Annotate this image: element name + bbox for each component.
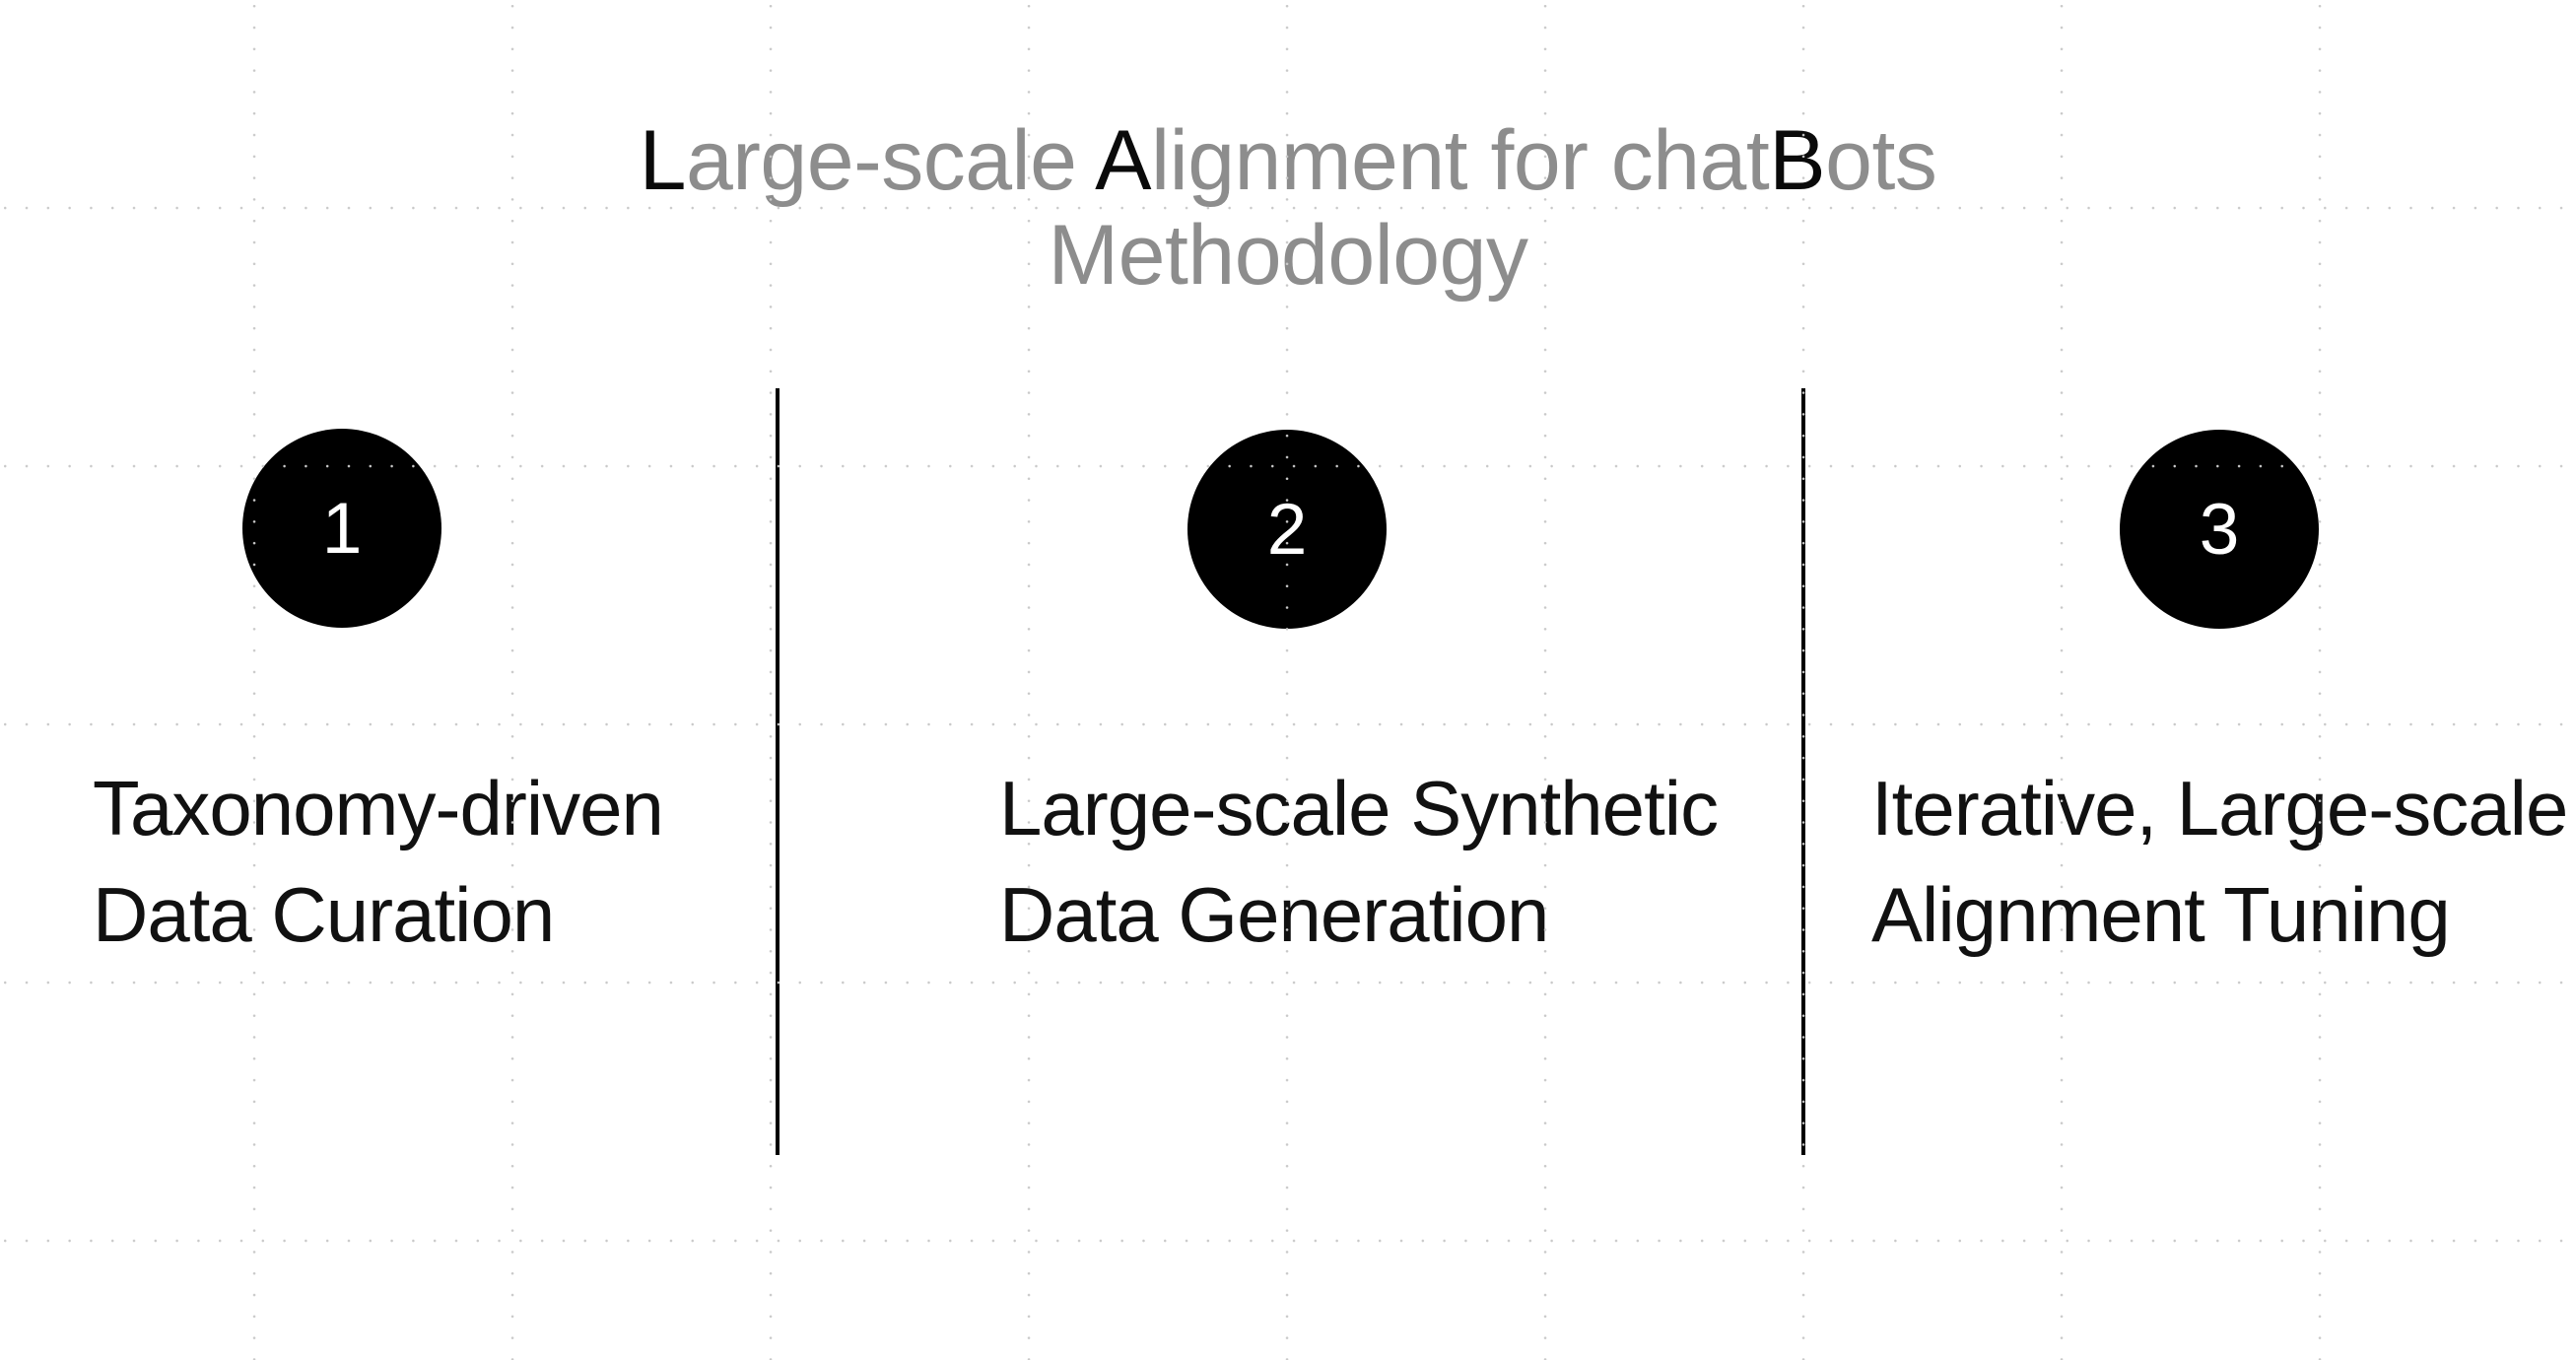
title-emphasis-letter: L bbox=[639, 113, 687, 208]
title-text-segment: arge-scale bbox=[685, 113, 1096, 208]
title-text-segment: lignment for chat bbox=[1151, 113, 1770, 208]
step-1-label: Taxonomy-driven Data Curation bbox=[93, 755, 664, 968]
title-text-segment: ots bbox=[1825, 113, 1937, 208]
step-3-number: 3 bbox=[2199, 489, 2240, 570]
step-3-label-line2: Alignment Tuning bbox=[1871, 871, 2451, 958]
divider-between-step2-step3 bbox=[1801, 388, 1805, 1155]
step-2-label: Large-scale Synthetic Data Generation bbox=[999, 755, 1719, 968]
title-line2: Methodology bbox=[1048, 208, 1528, 303]
step-1-label-line2: Data Curation bbox=[93, 871, 555, 958]
slide-title: Large-scale Alignment for chatBots Metho… bbox=[0, 113, 2576, 303]
step-1-number: 1 bbox=[321, 488, 363, 569]
divider-between-step1-step2 bbox=[776, 388, 780, 1155]
step-2-label-line1: Large-scale Synthetic bbox=[999, 765, 1719, 851]
title-line1: Large-scale Alignment for chatBots bbox=[0, 113, 2576, 208]
step-1-circle: 1 bbox=[242, 429, 441, 628]
title-emphasis-letter: B bbox=[1769, 113, 1826, 208]
step-2-circle: 2 bbox=[1187, 430, 1387, 629]
step-3-label: Iterative, Large-scale Alignment Tuning bbox=[1871, 755, 2568, 968]
step-1-label-line1: Taxonomy-driven bbox=[93, 765, 664, 851]
step-2-number: 2 bbox=[1266, 489, 1308, 570]
title-emphasis-letter: A bbox=[1095, 113, 1152, 208]
step-3-label-line1: Iterative, Large-scale bbox=[1871, 765, 2568, 851]
step-3-circle: 3 bbox=[2120, 430, 2319, 629]
step-2-label-line2: Data Generation bbox=[999, 871, 1549, 958]
